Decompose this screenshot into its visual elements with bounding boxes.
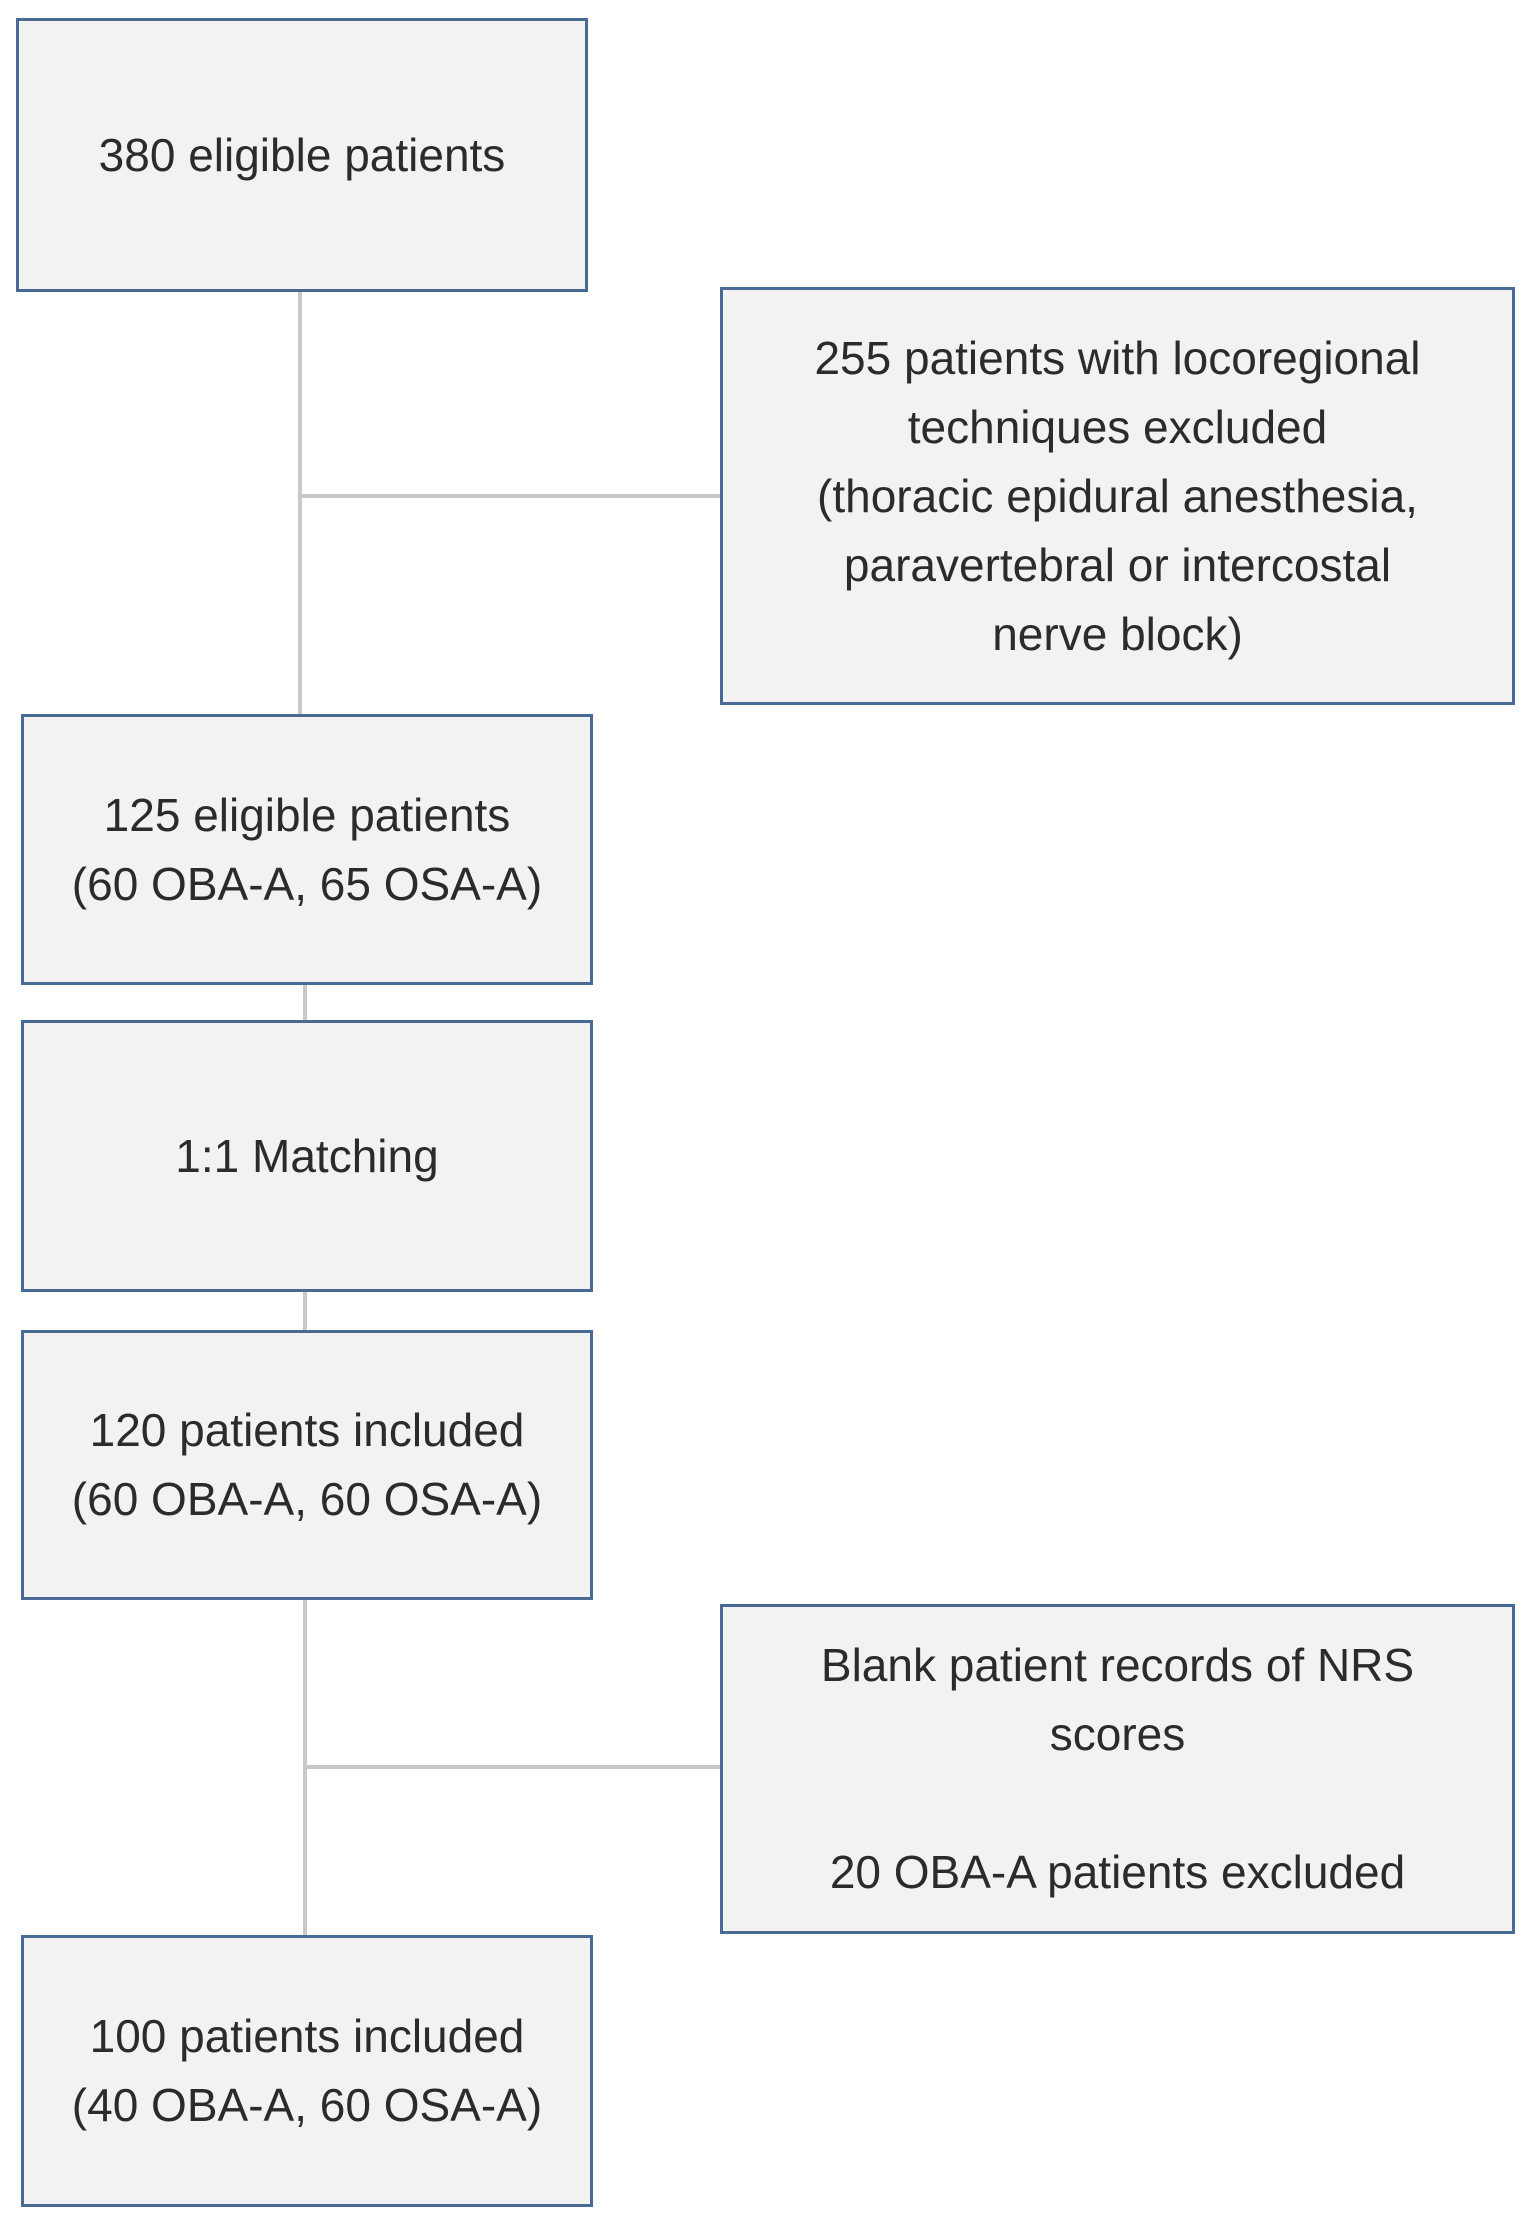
box-text-line: nerve block) [992,607,1243,660]
connector-branch-exclusion-1 [300,494,722,498]
connector-main-2 [303,985,307,1020]
box-text-line: (40 OBA-A, 60 OSA-A) [71,2079,543,2131]
box-text-line: 20 OBA-A patients excluded [829,1846,1406,1898]
box-text-line: Blank patient records of NRS [820,1639,1415,1691]
box-text-line: 380 eligible patients [98,128,506,181]
box-120-patients-included: 120 patients included (60 OBA-A, 60 OSA-… [21,1330,593,1600]
box-text-line: paravertebral or intercostal [843,538,1392,591]
box-text-line: (thoracic epidural anesthesia, [817,469,1418,522]
box-text-line: 120 patients included [89,1404,525,1456]
box-125-eligible-patients: 125 eligible patients (60 OBA-A, 65 OSA-… [21,714,593,985]
box-text-line: (60 OBA-A, 65 OSA-A) [71,857,543,910]
box-blank-nrs-excluded: Blank patient records of NRS scores 20 O… [720,1604,1515,1934]
box-380-eligible-patients: 380 eligible patients [16,18,588,292]
connector-main-4 [303,1600,307,1940]
box-text-line: 1:1 Matching [175,1129,439,1182]
connector-main-3 [303,1292,307,1332]
box-text-line: scores [1049,1708,1186,1760]
box-matching: 1:1 Matching [21,1020,593,1292]
box-100-patients-included: 100 patients included (40 OBA-A, 60 OSA-… [21,1935,593,2207]
connector-branch-exclusion-2 [305,1765,722,1769]
box-text-line: 100 patients included [89,2010,525,2062]
box-text-line: 255 patients with locoregional [814,331,1421,384]
box-text-line: 125 eligible patients [103,788,511,841]
box-text-line: techniques excluded [907,400,1328,453]
box-text-line: (60 OBA-A, 60 OSA-A) [71,1473,543,1525]
box-locoregional-excluded: 255 patients with locoregional technique… [720,287,1515,705]
connector-main-1 [298,290,302,715]
